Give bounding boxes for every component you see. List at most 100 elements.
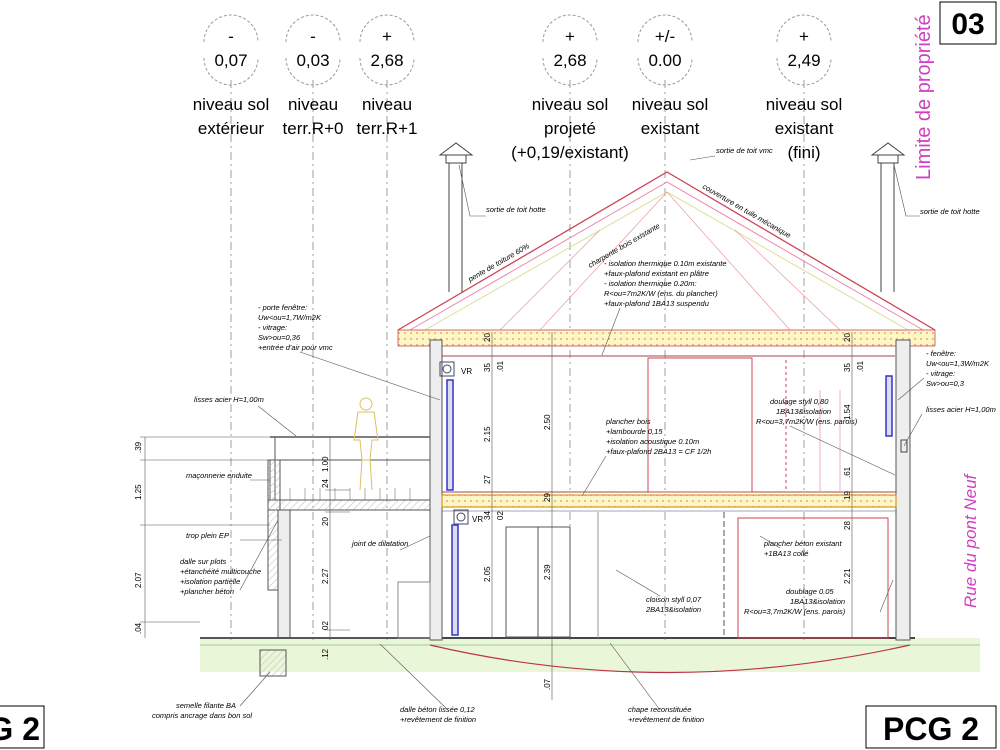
note-french-window-4: +entrée d'air pour vmc: [258, 343, 333, 352]
dim-29: 29: [543, 493, 552, 502]
note-hood-exit-left: sortie de toit hotte: [486, 205, 546, 214]
note-wood-floor-3: +faux-plafond 2BA13 = CF 1/2h: [606, 447, 711, 456]
dim-221: 2.21: [843, 568, 852, 584]
note-wood-floor-2: +isolation acoustique 0.10m: [606, 437, 699, 446]
level-label-5-l3: (fini): [787, 143, 820, 162]
level-sign-0: -: [228, 27, 234, 46]
level-label-4-l1: niveau sol: [632, 95, 709, 114]
shutter-box-upper: [439, 361, 455, 377]
note-footing-0: semelle filante BA: [176, 701, 236, 710]
dim-35a: 35: [483, 363, 492, 372]
dim-24: 24: [321, 479, 330, 488]
note-french-window-2: - vitrage:: [258, 323, 287, 332]
shutter-box-lower: [453, 509, 469, 525]
dim-labels-center: 20 35 .01 2.15 27 34 02 2.05 2.50 29 2.3…: [483, 333, 552, 690]
level-label-4-l2: existant: [641, 119, 700, 138]
note-slab-plots-1: +étanchéité multicouche: [180, 567, 261, 576]
note-roof-slope: pente de toiture 60%: [466, 241, 532, 284]
note-screed-1: +revêtement de finition: [628, 715, 704, 724]
level-marker-0: - 0,07: [203, 14, 259, 86]
level-label-3-l2: projeté: [544, 119, 596, 138]
level-marker-2: + 2,68: [359, 14, 415, 86]
dim-01a: .01: [496, 360, 505, 372]
french-window-lower: [451, 524, 459, 636]
note-insulation-0: - isolation thermique 0.10m existante: [604, 259, 727, 268]
terrace: [200, 436, 431, 677]
dim-lines-left: [140, 436, 350, 640]
dim-34: 34: [483, 511, 492, 520]
note-window-3: Sw>ou=0,3: [926, 379, 965, 388]
sheet-code-left-box: [0, 705, 45, 749]
note-partition-0: cloison styll 0,07: [646, 595, 702, 604]
leader-lines: [239, 155, 925, 711]
dim-lines-center: [491, 332, 553, 700]
level-marker-3: + 2,68: [542, 14, 598, 86]
level-markers: - 0,07 - 0,03 + 2,68 + 2,68 +/- 0.00: [203, 14, 832, 86]
dim-61: .61: [843, 466, 852, 478]
rolling-shutter-label-1: VR: [461, 367, 472, 376]
note-hood-exit-right: sortie de toit hotte: [920, 207, 980, 216]
note-insulation-2: - isolation thermique 0.20m:: [604, 279, 697, 288]
level-marker-1: - 0,03: [285, 14, 341, 86]
human-figure: [353, 397, 379, 491]
intermediate-floor: [441, 494, 897, 508]
note-concrete-slab-1: +revêtement de finition: [400, 715, 476, 724]
note-lining-styl-1: 1BA13&isolation: [776, 407, 831, 416]
sheet-number: 03: [951, 8, 984, 41]
dim-27: 27: [483, 475, 492, 484]
note-window-1: Uw<ou=1,3W/m2K: [926, 359, 990, 368]
left-hood-chimney: [438, 142, 474, 292]
note-vmc-exit: sortie de toit vmc: [716, 146, 773, 155]
dim-01b: .01: [856, 360, 865, 372]
level-value-0: 0,07: [214, 51, 247, 70]
note-wood-floor-0: plancher bois: [605, 417, 651, 426]
note-joint: joint de dilatation: [351, 539, 408, 548]
rolling-shutter-label-2: VR: [472, 515, 483, 524]
level-label-1-l1: niveau: [288, 95, 338, 114]
dim-35b: 35: [843, 363, 852, 372]
level-label-0-l2: extérieur: [198, 119, 264, 138]
dim-12: .12: [321, 648, 330, 660]
level-label-5-l1: niveau sol: [766, 95, 843, 114]
level-labels: niveau sol extérieur niveau terr.R+0 niv…: [193, 95, 843, 162]
level-label-3-l3: (+0,19/existant): [511, 143, 629, 162]
dim-250: 2.50: [543, 414, 552, 430]
level-label-1-l2: terr.R+0: [283, 119, 344, 138]
dim-125: 1.25: [134, 484, 143, 500]
ground-fill: [200, 638, 980, 672]
note-insulation-1: +faux-plafond existant en plâtre: [604, 269, 709, 278]
note-rails-right: lisses acier H=1,00m: [926, 405, 996, 414]
right-window: [885, 375, 893, 437]
level-value-2: 2,68: [370, 51, 403, 70]
note-french-window-0: - porte fenêtre:: [258, 303, 307, 312]
note-footing-1: compris ancrage dans bon sol: [152, 711, 252, 720]
level-label-2-l1: niveau: [362, 95, 412, 114]
note-lining-1: 1BA13&isolation: [790, 597, 845, 606]
level-sign-4: +/-: [655, 27, 675, 46]
level-sign-1: -: [310, 27, 316, 46]
dim-100: 1.00: [321, 456, 330, 472]
ground-room: [737, 517, 889, 639]
note-rails-left: lisses acier H=1,00m: [194, 395, 264, 404]
foundation-arc: [429, 644, 911, 674]
dim-39: .39: [134, 441, 143, 453]
note-overflow: trop plein EP: [186, 531, 229, 540]
note-french-window-1: Uw<ou=1,7W/m2K: [258, 313, 322, 322]
dim-215: 2.15: [483, 426, 492, 442]
note-wood-floor-1: +lambourde 0,15: [606, 427, 663, 436]
level-value-5: 2,49: [787, 51, 820, 70]
dim-207: 2.07: [134, 572, 143, 588]
property-limit-label: Limite de propriété: [913, 14, 935, 180]
dim-labels-left: .39 1.25 2.07 .04 1.00 24 20 2.27 02 .12: [134, 441, 330, 660]
note-window-2: - vitrage:: [926, 369, 955, 378]
right-wall: [895, 339, 911, 641]
dim-20b: 20: [483, 333, 492, 342]
level-value-3: 2,68: [553, 51, 586, 70]
level-value-4: 0.00: [648, 51, 681, 70]
left-wall: [429, 339, 443, 641]
note-roofing: couverture en tuile mécanique: [701, 182, 793, 240]
french-window-upper: [446, 379, 454, 491]
sheet-code: PCG 2: [883, 711, 979, 747]
